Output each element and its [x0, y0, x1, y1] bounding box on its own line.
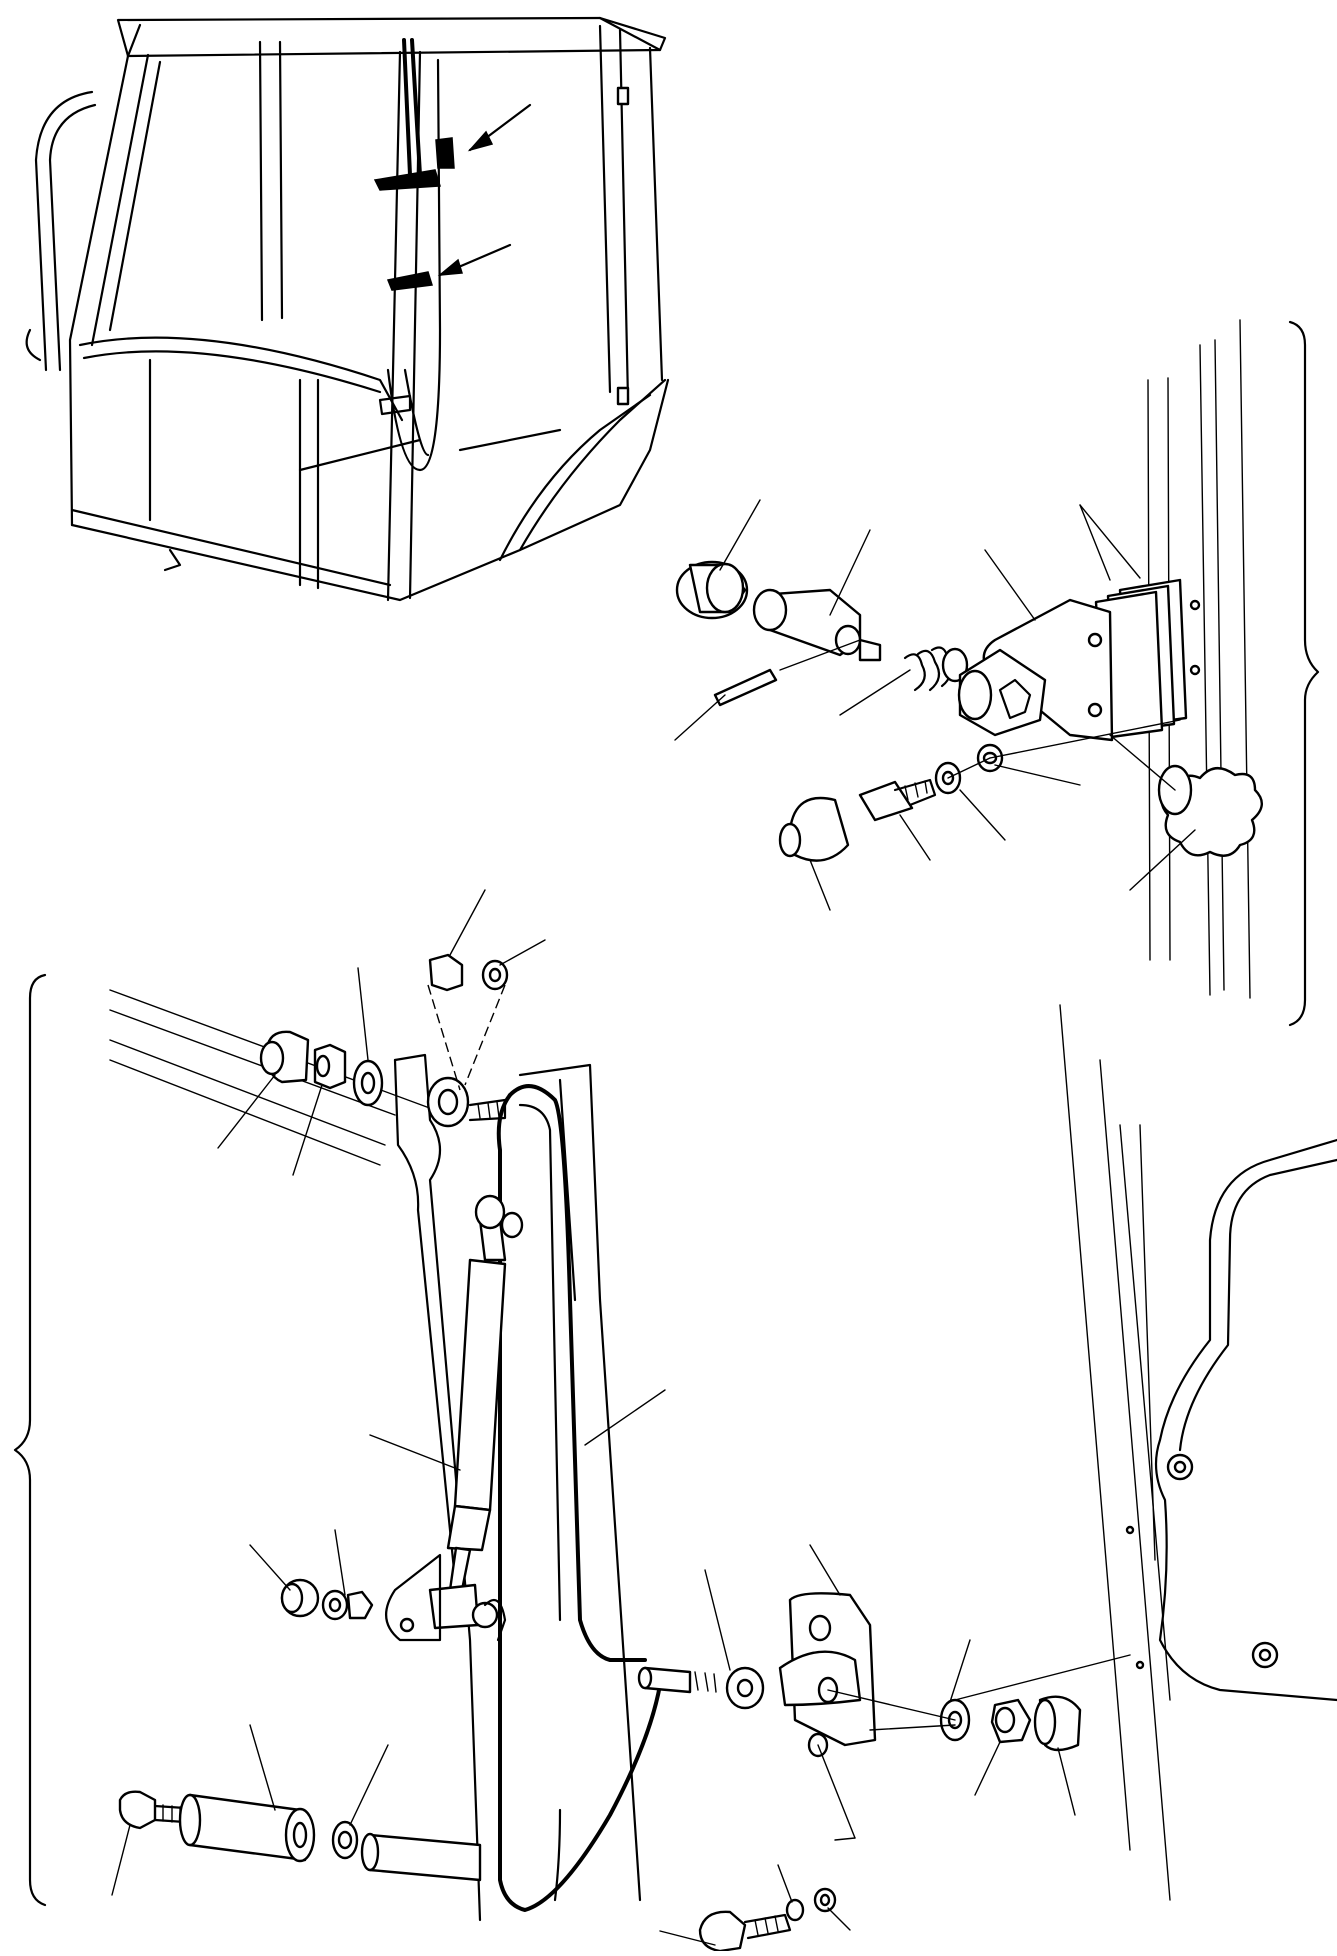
upper-detail-latch [674, 319, 1320, 1027]
cab-overview [25, 16, 670, 602]
lower-detail-gas-strut [13, 889, 1337, 1953]
